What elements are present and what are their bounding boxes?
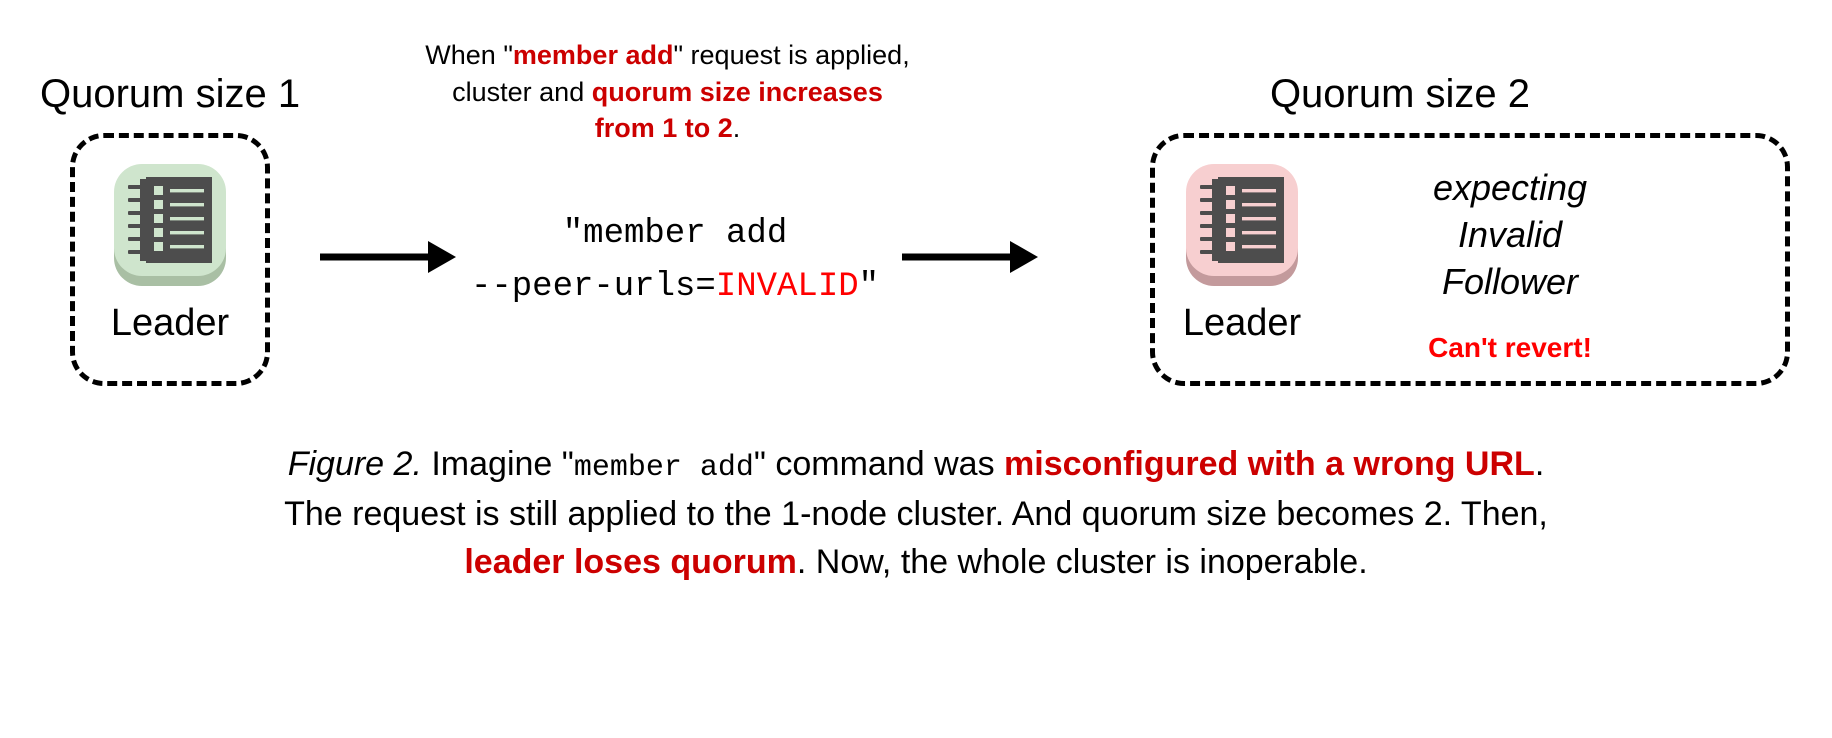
explanation-l1-highlight: member add [512,40,674,70]
left-leader-label: Leader [110,302,230,344]
explanation-text: When "member add" request is applied, cl… [355,37,980,147]
expecting-line-3: Follower [1441,260,1579,302]
figure-caption: Figure 2. Imagine "member add" command w… [0,440,1832,586]
caption-l1-highlight: misconfigured with a wrong URL [1004,445,1535,483]
command-l2-prefix: --peer-urls= [470,267,716,306]
caption-figure-label: Figure 2. [287,445,422,483]
explanation-line-1: When "member add" request is applied, [355,37,980,74]
left-cluster-caption: Quorum size 1 [40,72,301,116]
right-leader-label: Leader [1182,302,1302,344]
expecting-invalid-follower: expecting Invalid Follower [1370,165,1650,305]
command-l2-suffix: " [858,267,880,306]
explanation-line-2: cluster and quorum size increases [355,74,980,111]
explanation-l2-highlight: quorum size increases [591,76,883,107]
caption-l3-b: . Now, the whole cluster is inoperable. [796,542,1368,581]
expecting-line-2: Invalid [1457,213,1563,255]
caption-l1-b: " command was [753,445,1005,483]
explanation-line-3: from 1 to 2. [355,110,980,147]
explanation-l2-a: cluster and [452,76,592,107]
expecting-line-1: expecting [1432,167,1588,208]
server-node-icon [1186,164,1298,276]
caption-l3-highlight: leader loses quorum [464,542,797,581]
caption-l1-c: . [1534,445,1545,483]
explanation-l3-c: . [732,113,741,144]
caption-line-3: leader loses quorum. Now, the whole clus… [0,538,1832,586]
caption-mono-command: member add [573,451,754,485]
left-leader-icon-wrap [108,158,232,290]
caption-l1-a: Imagine " [421,445,574,483]
command-line-2: --peer-urls=INVALID" [455,261,895,314]
right-leader-node: Leader [1180,158,1304,342]
arrow-command-to-right [900,235,1040,284]
right-cluster-box [1150,133,1790,386]
server-node-icon [114,164,226,276]
command-invalid-token: INVALID [715,267,859,306]
explanation-l1-c: " request is applied, [673,40,910,70]
explanation-l3-highlight: from 1 to 2 [594,113,733,144]
explanation-l1-a: When " [425,40,513,70]
caption-line-1: Figure 2. Imagine "member add" command w… [0,440,1832,490]
right-cluster-caption: Quorum size 2 [1269,72,1531,116]
left-leader-node: Leader [108,158,232,342]
right-leader-icon-wrap [1180,158,1304,290]
caption-line-2: The request is still applied to the 1-no… [284,494,1548,533]
command-text: "member add --peer-urls=INVALID" [455,208,895,313]
arrow-left-to-command [318,235,458,284]
cant-revert-warning: Can't revert! [1428,332,1592,363]
command-line-1: "member add [562,215,788,253]
left-cluster-box [70,133,270,386]
